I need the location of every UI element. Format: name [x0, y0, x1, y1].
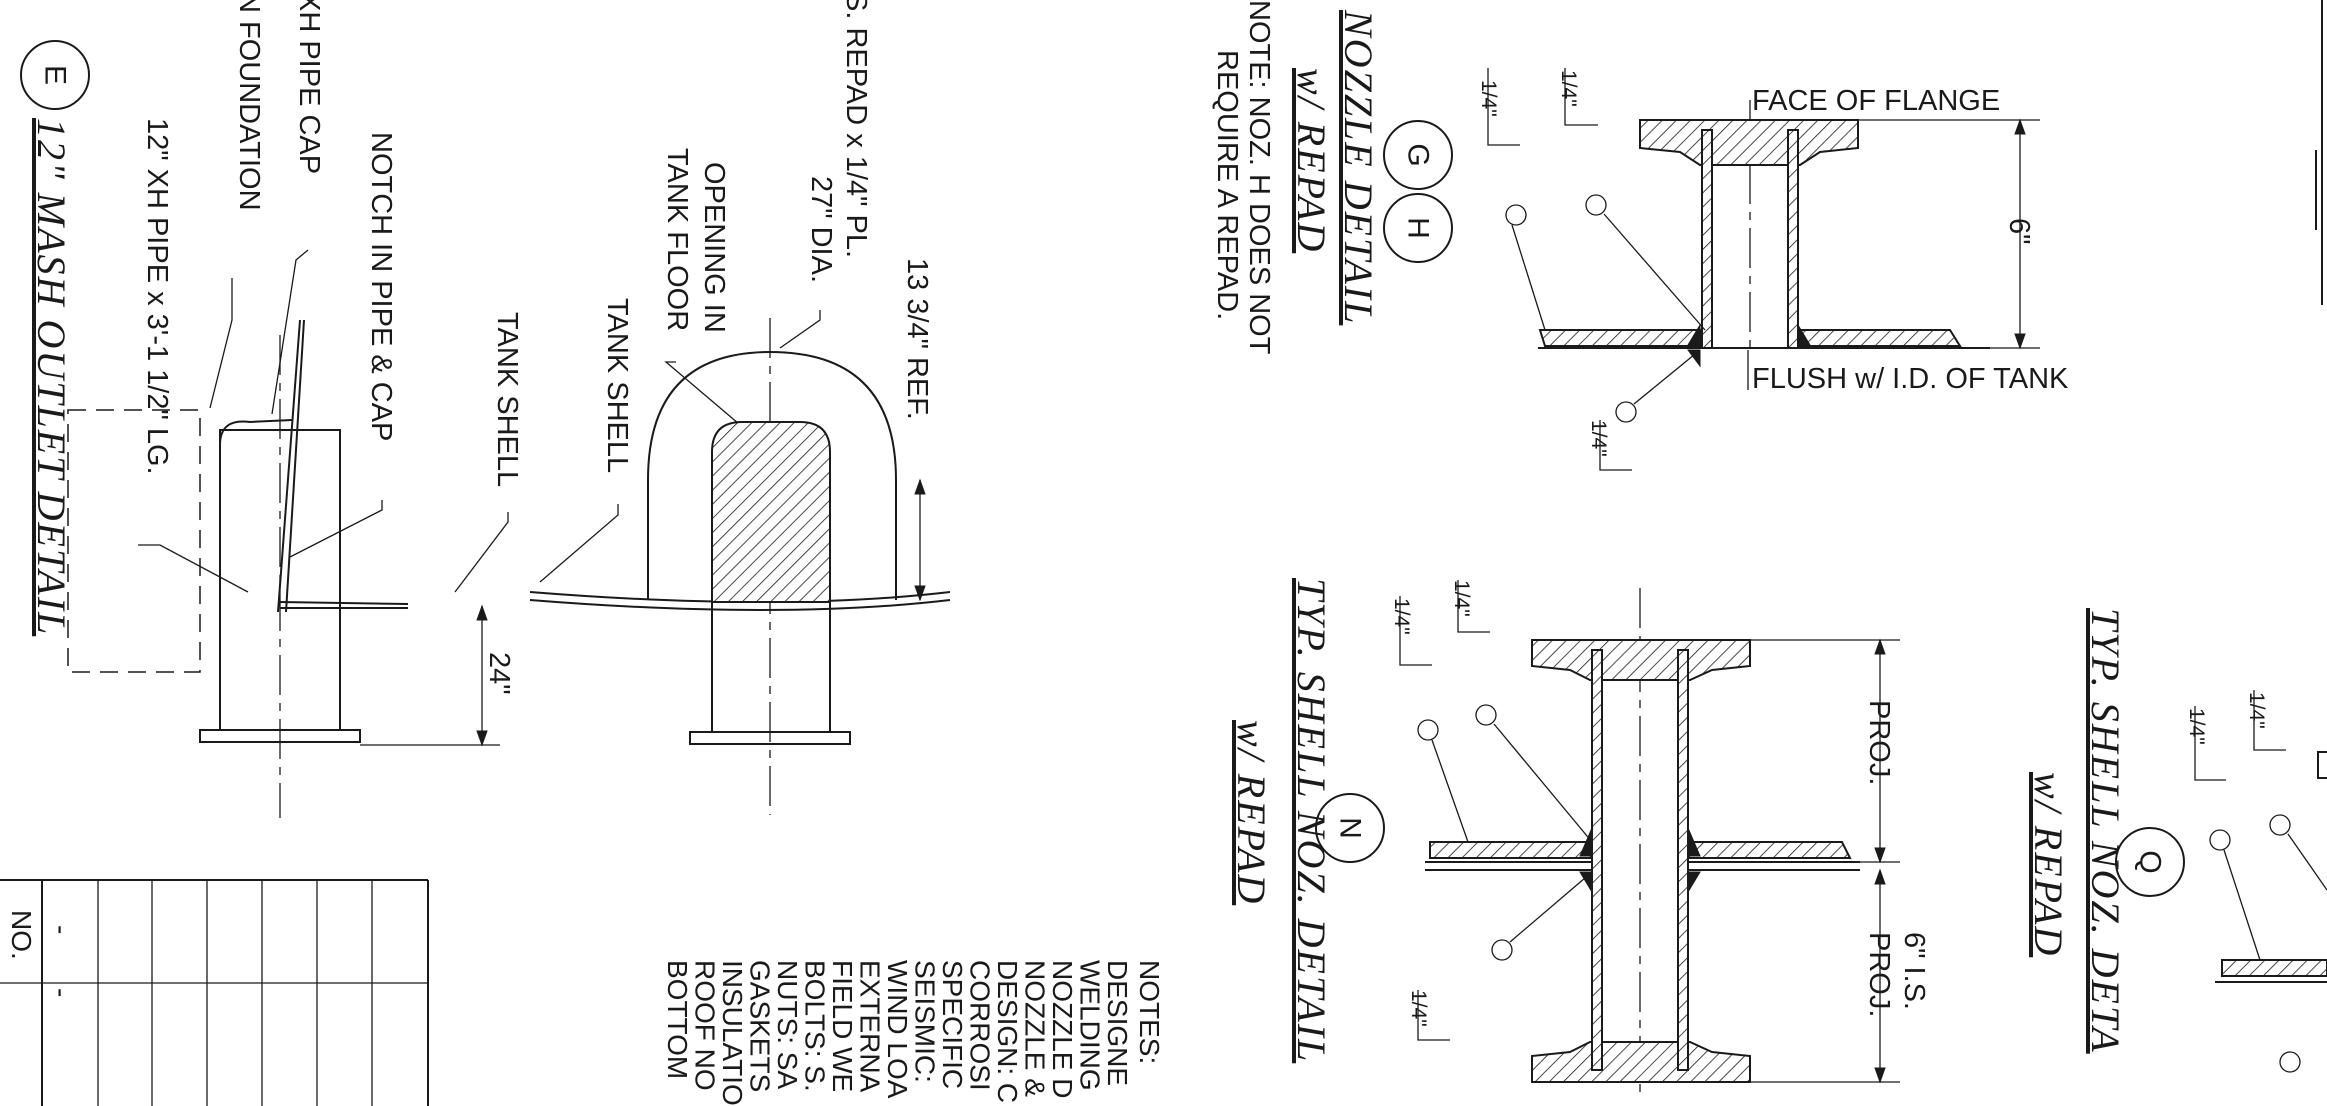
base-flange-right: [689, 731, 851, 745]
label-ref: 13 3/4" REF.: [901, 258, 933, 420]
notch-line-2: [285, 319, 305, 613]
label-pipe: 12" XH PIPE x 3'-1 1/2" LG.: [141, 118, 173, 475]
label-repad-2: 27" DIA.: [805, 176, 837, 283]
leader-shell-2: [539, 504, 619, 583]
notes-heading: NOTES:: [1134, 960, 1165, 1064]
detail-bubble-n: [1315, 793, 1385, 863]
nozzle-note-2: REQUIRE A REPAD.: [1211, 50, 1243, 320]
repad-n-left: [1429, 841, 1593, 859]
revision-table: NO. - -: [0, 879, 429, 1106]
flush-label: FLUSH w/ I.D. OF TANK: [1752, 363, 2069, 395]
detail-bubble-q: [2115, 827, 2185, 897]
leader-foundation: [209, 278, 233, 409]
weld-q-1: 1/4": [2185, 708, 2208, 745]
dim-6: 6": [2003, 218, 2035, 244]
weld-q-2: 1/4": [2245, 692, 2268, 729]
note-line: BOTTOM: [662, 960, 693, 1079]
face-of-flange-label: FACE OF FLANGE: [1752, 85, 2000, 117]
label-opening-2: TANK FLOOR: [661, 148, 693, 331]
repad-gh-right: [1797, 329, 1962, 347]
nozzle-detail-title-1: NOZZLE DETAIL: [1336, 9, 1381, 325]
nozzle-detail-gh: NOZZLE DETAIL w/ REPAD NOTE: NOZ. H DOES…: [1211, 0, 2069, 471]
detail-bubble-h: [1383, 193, 1453, 263]
weld-gh-3: 1/4": [1587, 420, 1610, 457]
foundation-outline: [67, 409, 201, 673]
note-line: WELDING: [1075, 960, 1106, 1091]
shell-noz-q-title-1: TYP. SHELL NOZ. DETA: [2083, 608, 2128, 1054]
bubble-e-label: E: [39, 65, 72, 85]
dim-is-proj-1: 6" I.S.: [1898, 932, 1930, 1010]
nozzle-detail-title-2: w/ REPAD: [1289, 68, 1334, 253]
pipe-cap-left: [219, 419, 293, 446]
flange-n-bottom: [1531, 1041, 1751, 1083]
shell-nozzle-detail-n: TYP. SHELL NOZ. DETAIL w/ REPAD N PROJ. …: [1229, 578, 1930, 1100]
detail-bubble-g: [1383, 120, 1453, 190]
pipe-cap-section: [711, 421, 831, 603]
note-line: CORROSI: [965, 960, 996, 1091]
note-line: FIELD WE: [827, 960, 858, 1092]
shell-noz-q-title-2: w/ REPAD: [2026, 772, 2071, 957]
bubble-n-label: N: [1334, 817, 1367, 839]
pipe-gh-right-wall: [1787, 129, 1799, 349]
note-line: NOZZLE D: [1047, 960, 1078, 1098]
bubble-q-label: Q: [2134, 850, 2167, 873]
pipe-n-left-wall: [1591, 649, 1603, 1071]
label-shell-1: TANK SHELL: [491, 312, 523, 487]
weld-n-1: 1/4": [1390, 598, 1413, 635]
mash-outlet-title: 12" MASH OUTLET DETAIL: [29, 118, 74, 636]
mash-outlet-detail: E 12" MASH OUTLET DETAIL 12" XH PIPE x 3…: [20, 0, 951, 818]
note-line: SEISMIC:: [910, 960, 941, 1083]
weld-gh-2: 1/4": [1557, 70, 1580, 107]
label-opening-1: OPENING IN: [698, 162, 730, 333]
flange-gh: [1639, 119, 1859, 166]
note-line: GASKETS: [745, 960, 776, 1092]
note-line: NOZZLE &: [1020, 960, 1051, 1097]
detail-bubble-e: [20, 40, 90, 110]
note-line: SPECIFIC: [937, 960, 968, 1089]
repad-outline: [647, 350, 897, 600]
label-repad-1: S. REPAD x 1/4" PL.: [840, 0, 872, 258]
note-line: WIND LOA: [882, 960, 913, 1099]
bubble-h-label: H: [1402, 217, 1435, 239]
shell-noz-n-title-1: TYP. SHELL NOZ. DETAIL: [1289, 578, 1334, 1063]
notch-line: [277, 319, 301, 613]
leader-opening: [664, 361, 753, 436]
pipe-gh-left-wall: [1701, 129, 1713, 349]
nozzle-note-1: NOTE: NOZ. H DOES NOT: [1243, 0, 1275, 355]
pipe-right: [711, 601, 831, 733]
flange-n-top: [1531, 639, 1751, 681]
bubble-g-label: G: [1402, 143, 1435, 166]
note-line: INSULATIO: [717, 960, 748, 1106]
dim-proj: PROJ.: [1863, 700, 1895, 785]
floor-plate-left: [279, 601, 409, 605]
leader-repad: [779, 310, 821, 349]
dim-is-proj-2: PROJ.: [1863, 932, 1895, 1017]
tank-shell-curve-2: [529, 599, 951, 611]
label-foundation: N FOUNDATION: [233, 0, 265, 211]
revision-cell-1: -: [46, 925, 77, 934]
note-line: EXTERNA: [855, 960, 886, 1093]
label-shell-2: TANK SHELL: [601, 298, 633, 473]
weld-n-2: 1/4": [1450, 580, 1473, 617]
revision-table-header: NO.: [6, 910, 37, 960]
note-line: DESIGNE: [1102, 960, 1133, 1086]
label-notch: NOTCH IN PIPE & CAP: [365, 132, 397, 441]
dim-24: 24": [483, 652, 515, 695]
note-line: ROOF NO: [690, 960, 721, 1091]
revision-cell-2: -: [46, 988, 77, 997]
leader-shell-1: [454, 512, 509, 593]
pipe-n-right-wall: [1677, 649, 1689, 1071]
shell-nozzle-detail-q: TYP. SHELL NOZ. DETA w/ REPAD Q 1/4" 1/4…: [2026, 0, 2327, 1073]
shell-noz-n-title-2: w/ REPAD: [1229, 720, 1274, 905]
note-line: NUTS: SA: [772, 960, 803, 1089]
note-line: BOLTS: S.: [800, 960, 831, 1092]
leader-notch: [289, 500, 383, 558]
repad-gh-left: [1538, 329, 1701, 347]
leader-pipe: [138, 544, 249, 593]
note-line: DESIGN: C: [992, 960, 1023, 1103]
label-cap: XH PIPE CAP: [293, 0, 325, 174]
repad-n-right: [1687, 841, 1852, 859]
